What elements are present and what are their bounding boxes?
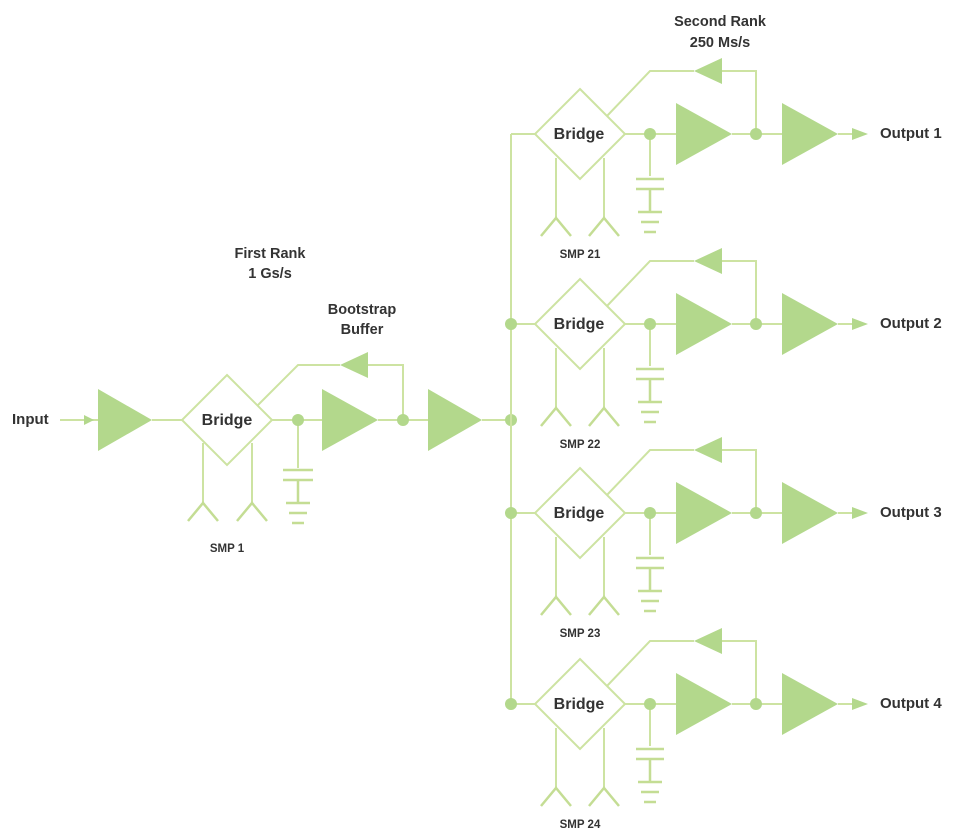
bridge-label: Bridge — [554, 126, 605, 143]
input-amplifier — [98, 389, 152, 451]
output-label-1: Output 1 — [880, 125, 942, 142]
hold-capacitor-icon — [636, 747, 664, 804]
smp-label: SMP 24 — [560, 819, 601, 829]
bootstrap-feedback-amplifier — [340, 352, 368, 378]
bootstrap-feedback-amplifier — [694, 58, 722, 84]
output-arrow-icon — [852, 507, 868, 519]
output-amplifier — [782, 103, 838, 165]
output-arrow-icon — [852, 318, 868, 330]
output-label-2: Output 2 — [880, 315, 942, 332]
bridge-channel-3 — [533, 466, 627, 560]
bridge-channel-1 — [533, 87, 627, 181]
fanout-node — [505, 698, 517, 710]
hold-buffer-amplifier — [676, 482, 732, 544]
second-rank-rate: 250 Ms/s — [690, 35, 750, 51]
buffer-output-node — [750, 318, 762, 330]
smp-strobe-icon — [588, 786, 620, 807]
output-arrow-icon — [852, 128, 868, 140]
distribution-amplifier — [428, 389, 482, 451]
first-rank-title: First Rank — [235, 246, 307, 262]
bridge-label: Bridge — [554, 505, 605, 522]
buffer-output-node — [397, 414, 409, 426]
buffer-output-node — [750, 507, 762, 519]
fanout-node — [505, 318, 517, 330]
output-amplifier — [782, 673, 838, 735]
first-rank-stage: Input Bridge SMP 1 First Rank 1 Gs/s Boo… — [12, 246, 517, 555]
smp-strobe-icon — [540, 595, 572, 616]
output-label-4: Output 4 — [880, 695, 942, 712]
hold-capacitor-icon — [636, 367, 664, 424]
hold-buffer-amplifier — [676, 673, 732, 735]
bridge-label: Bridge — [554, 696, 605, 713]
hold-node — [644, 128, 656, 140]
fanout-node — [505, 507, 517, 519]
buffer-output-node — [750, 698, 762, 710]
bootstrap-feedback-wire — [605, 640, 757, 704]
bootstrap-feedback-amplifier — [694, 437, 722, 463]
bootstrap-feedback-amplifier — [694, 628, 722, 654]
smp-strobe-icon — [540, 216, 572, 237]
bootstrap-feedback-wire — [254, 364, 404, 420]
bridge-channel-4 — [533, 657, 627, 751]
hold-node — [644, 507, 656, 519]
hold-buffer-amplifier — [676, 293, 732, 355]
bootstrap-feedback-amplifier — [694, 248, 722, 274]
hold-node — [644, 698, 656, 710]
smp-strobe-icon — [187, 501, 219, 522]
smp-strobe-icon — [540, 406, 572, 427]
hold-node — [292, 414, 304, 426]
input-label: Input — [12, 411, 49, 428]
smp-strobe-icon — [588, 595, 620, 616]
bridge-first-rank — [180, 373, 274, 467]
output-label-3: Output 3 — [880, 504, 942, 521]
bootstrap-subtitle: Buffer — [341, 322, 384, 338]
hold-buffer-amplifier — [676, 103, 732, 165]
output-arrow-icon — [852, 698, 868, 710]
hold-capacitor-icon — [636, 556, 664, 613]
second-rank-title: Second Rank — [674, 14, 767, 30]
output-amplifier — [782, 293, 838, 355]
hold-capacitor-icon — [636, 177, 664, 234]
smp-strobe-icon — [540, 786, 572, 807]
bootstrap-title: Bootstrap — [328, 302, 397, 318]
smp-strobe-icon — [588, 216, 620, 237]
buffer-output-node — [750, 128, 762, 140]
hold-node — [644, 318, 656, 330]
smp-label: SMP 1 — [210, 543, 245, 555]
smp-label: SMP 23 — [560, 628, 601, 640]
smp-strobe-icon — [236, 501, 268, 522]
smp-label: SMP 22 — [560, 439, 601, 451]
input-arrow-icon — [84, 415, 94, 425]
bootstrap-feedback-wire — [605, 449, 757, 513]
hold-capacitor-icon — [283, 468, 313, 525]
bootstrap-feedback-wire — [605, 70, 757, 134]
bridge-label: Bridge — [202, 412, 253, 429]
bootstrap-feedback-wire — [605, 260, 757, 324]
bridge-channel-2 — [533, 277, 627, 371]
output-amplifier — [782, 482, 838, 544]
first-rank-rate: 1 Gs/s — [248, 266, 292, 282]
bootstrap-buffer-amplifier — [322, 389, 378, 451]
smp-strobe-icon — [588, 406, 620, 427]
smp-label: SMP 21 — [560, 249, 601, 261]
bridge-label: Bridge — [554, 316, 605, 333]
